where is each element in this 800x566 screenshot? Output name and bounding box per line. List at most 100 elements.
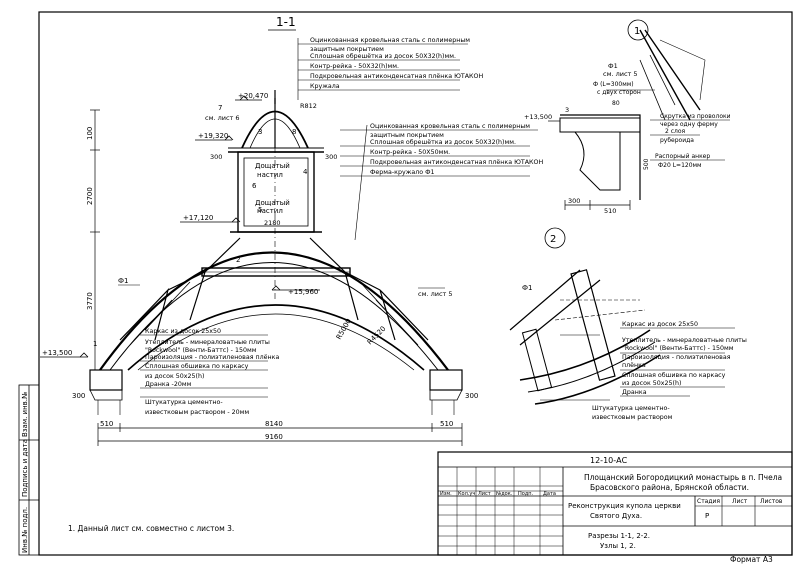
radius-812: R812 [300, 102, 317, 110]
pos-6: 6 [252, 182, 257, 190]
note-mid: Оцинкованная кровельная сталь с полимерн… [340, 123, 543, 241]
svg-text:Сплошная обрешётка из досок 50: Сплошная обрешётка из досок 50Х32(h)мм. [310, 52, 456, 60]
side-stamp [18, 384, 40, 556]
pos-3: 3 [258, 128, 262, 136]
project-line-1: Площанский Богородицкий монастырь в п. П… [584, 473, 782, 482]
node1-dim300: 300 [568, 197, 580, 205]
col-kol: Кол.уч [458, 491, 475, 497]
dim-510b: 510 [440, 420, 453, 428]
node1-ruberoid: рубероида [660, 137, 694, 144]
project-line-2: Брасовского района, Брянской области. [590, 483, 749, 492]
ref-sheet5: см. лист 5 [418, 290, 453, 298]
format-label: Формат А3 [730, 555, 773, 564]
svg-text:известковым раствором - 20мм: известковым раствором - 20мм [145, 409, 249, 416]
node1-n3: 3 [565, 106, 569, 114]
note-low: Каркас из досок 25х50 Утеплитель - минер… [140, 328, 279, 416]
elev-17120: +17,120 [183, 214, 213, 222]
node1-anchor-size: Ф20 L=120мм [658, 162, 702, 169]
node1-anchor: Распорный анкер [655, 153, 710, 160]
dim-9160: 9160 [265, 433, 283, 441]
object-line-1: Реконструкция купола церкви [568, 502, 681, 510]
deck-label-2: Дощатый [255, 199, 290, 207]
svg-text:Контр-рейка - 50Х50мм.: Контр-рейка - 50Х50мм. [370, 148, 450, 156]
dim-300a: 300 [210, 153, 222, 161]
node1-number: 1 [634, 26, 640, 37]
node1-n80: 80 [612, 100, 620, 107]
node1-twist: Скрутка из проволоки [660, 113, 731, 120]
svg-text:Штукатурка цементно-: Штукатурка цементно- [592, 405, 670, 412]
svg-text:Оцинкованная кровельная сталь: Оцинкованная кровельная сталь с полимерн… [370, 123, 530, 130]
col-list: Лист [478, 491, 491, 497]
svg-text:Сплошная обрешётка из досок 50: Сплошная обрешётка из досок 50Х32(h)мм. [370, 138, 516, 146]
dim-8140: 8140 [265, 420, 283, 428]
elev-13500: +13,500 [42, 349, 72, 357]
bottom-note: 1. Данный лист см. совместно с листом 3. [68, 524, 234, 533]
stage-value: Р [705, 512, 709, 520]
dim-2180: 2180 [264, 219, 281, 227]
col-podp: Подп. [518, 491, 534, 497]
svg-text:защитным покрытием: защитным покрытием [310, 46, 384, 53]
svg-text:Штукатурка цементно-: Штукатурка цементно- [145, 399, 223, 406]
deck-label-2b: настил [257, 207, 283, 215]
svg-text:Каркас из досок 25х50: Каркас из досок 25х50 [622, 321, 698, 328]
node-2-detail [509, 227, 661, 405]
node1-mark: +13,500 [524, 113, 552, 121]
dim-2700: 2700 [86, 187, 94, 205]
svg-text:"Rockwool" (Венти-Баттс) - 150: "Rockwool" (Венти-Баттс) - 150мм [145, 347, 257, 354]
svg-text:Подкровельная антиконденсатная: Подкровельная антиконденсатная плёнка ЮТ… [370, 158, 543, 166]
svg-text:Пароизоляция - полиэтиленовая: Пароизоляция - полиэтиленовая [622, 354, 731, 361]
node1-dim510: 510 [604, 207, 616, 215]
truss-f1-left: Ф1 [118, 277, 128, 285]
svg-text:Пароизоляция - полиэтиленовая: Пароизоляция - полиэтиленовая плёнка [145, 353, 279, 361]
node-1-detail [548, 19, 730, 210]
dim-3770: 3770 [86, 292, 94, 310]
dim-300d: 300 [465, 392, 478, 400]
pos-7: 7 [218, 104, 222, 112]
elev-19320: +19,320 [198, 132, 228, 140]
object-line-2: Святого Духа. [590, 512, 642, 520]
pos-1: 1 [93, 340, 97, 348]
pos-5: 5 [258, 206, 262, 214]
sheet-title-2: Узлы 1, 2. [600, 542, 636, 550]
pos-2: 2 [236, 256, 240, 264]
elev-15960: +15,960 [288, 288, 318, 296]
svg-text:известковым раствором: известковым раствором [592, 414, 673, 421]
svg-text:Оцинкованная кровельная сталь: Оцинкованная кровельная сталь с полимерн… [310, 37, 470, 44]
stamp-label-1: Инв.№ подл. [21, 507, 29, 553]
node-2-note: Каркас из досок 25х50 Утеплитель - минер… [592, 321, 747, 421]
sheet-frame [38, 11, 793, 556]
dim-100: 100 [86, 127, 94, 140]
node1-f1: Ф1 [608, 62, 618, 70]
deck-label-1: Дощатый [255, 162, 290, 170]
node1-through: через одну ферму [660, 121, 718, 128]
note-top: Оцинкованная кровельная сталь с полимерн… [297, 37, 483, 100]
pos-8: 8 [292, 128, 296, 136]
svg-text:защитным покрытием: защитным покрытием [370, 132, 444, 139]
svg-text:"Rockwool" (Венти-Баттс) - 150: "Rockwool" (Венти-Баттс) - 150мм [622, 345, 734, 352]
svg-text:Подкровельная антиконденсатная: Подкровельная антиконденсатная плёнка ЮТ… [310, 72, 483, 80]
svg-text:Утеплитель - минераловатные пл: Утеплитель - минераловатные плиты [145, 339, 270, 346]
sheet-title-1: Разрезы 1-1, 2-2. [588, 532, 650, 540]
svg-text:Утеплитель - минераловатные пл: Утеплитель - минераловатные плиты [622, 337, 747, 344]
dim-510a: 510 [100, 420, 113, 428]
dim-300b: 300 [325, 153, 337, 161]
node1-see: см. лист 5 [603, 70, 638, 78]
dome-structure [89, 90, 463, 415]
svg-text:Контр-рейка - 50Х32(h)мм.: Контр-рейка - 50Х32(h)мм. [310, 62, 399, 70]
svg-text:Сплошная обшивка по каркасу: Сплошная обшивка по каркасу [622, 371, 726, 379]
svg-text:из досок 50х25(h): из досок 50х25(h) [622, 380, 681, 387]
node1-pin: Ф (L=300мм) [593, 81, 634, 88]
svg-text:плёнка: плёнка [622, 361, 646, 369]
radius-5000: R5000 [335, 317, 353, 341]
node1-dim500: 500 [643, 158, 650, 170]
vertical-dimensions [90, 109, 100, 371]
svg-text:Кружала: Кружала [310, 83, 340, 90]
elev-20470: +20,470 [238, 92, 268, 100]
stamp-label-3: Взам. инв.№ [21, 392, 29, 437]
col-date: Дата [543, 491, 556, 497]
node2-number: 2 [550, 234, 556, 245]
ref-sheet6: см. лист 6 [205, 114, 240, 122]
dim-300c: 300 [72, 392, 85, 400]
stamp-label-2: Подпись и дата [21, 439, 29, 497]
node1-sides: с двух сторон [597, 89, 641, 96]
